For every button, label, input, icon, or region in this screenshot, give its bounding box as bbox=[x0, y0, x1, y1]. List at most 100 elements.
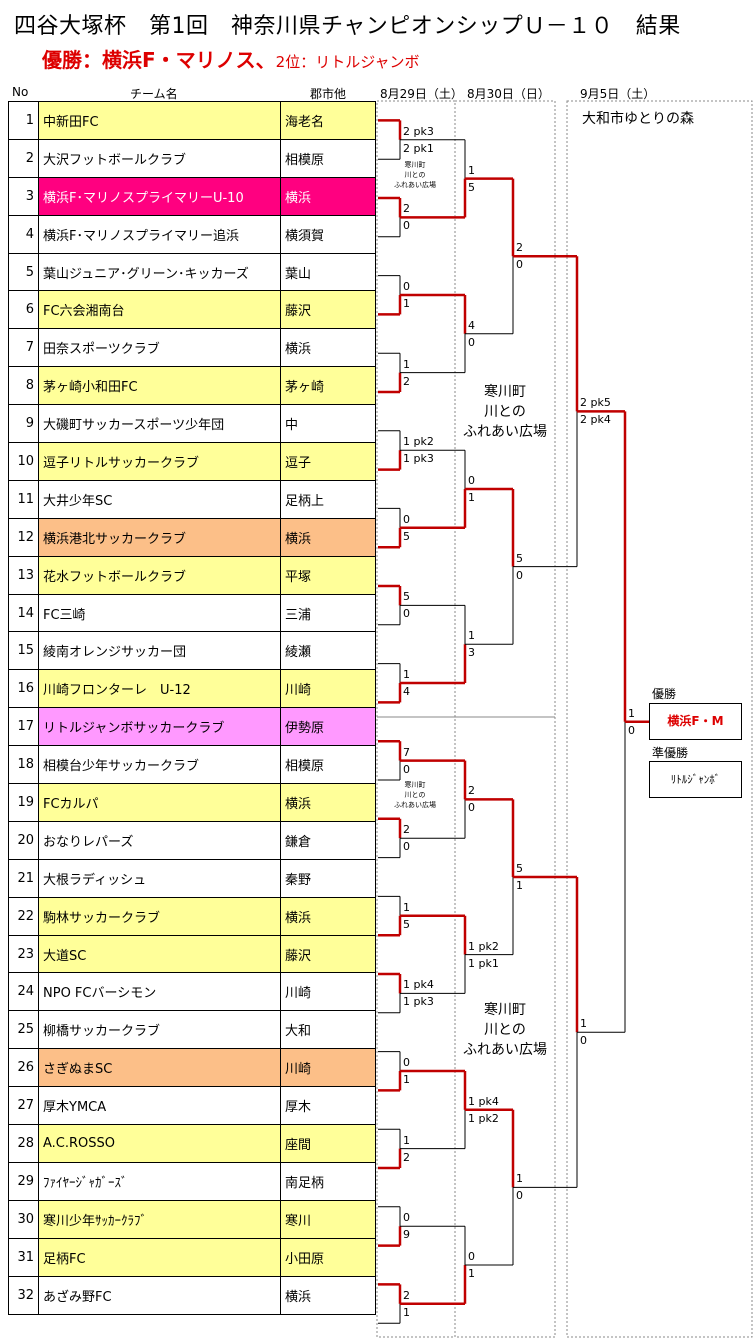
team-number: 11 bbox=[8, 479, 39, 519]
header-team-name: チーム名 bbox=[130, 87, 178, 101]
score-top: 2 pk5 bbox=[580, 396, 611, 410]
team-city: 横浜 bbox=[280, 896, 376, 936]
score-top: 1 pk2 bbox=[468, 939, 499, 953]
team-number: 3 bbox=[8, 176, 39, 216]
team-name: 足柄FC bbox=[38, 1237, 281, 1277]
team-number: 27 bbox=[8, 1086, 39, 1126]
team-name: さぎぬまSC bbox=[38, 1048, 281, 1088]
score-bottom: 2 pk1 bbox=[403, 141, 434, 155]
date-final: 9月5日（土） bbox=[580, 87, 656, 101]
team-name: A.C.ROSSO bbox=[38, 1124, 281, 1163]
team-city: 横須賀 bbox=[280, 214, 376, 254]
score-top: 2 bbox=[403, 1288, 410, 1302]
team-name: NPO FCバーシモン bbox=[38, 972, 281, 1012]
score-bottom: 1 bbox=[468, 1267, 475, 1280]
team-name: 大沢フットボールクラブ bbox=[38, 138, 281, 178]
venue-r2-bottom: 寒川町 川との ふれあい広場 bbox=[463, 1002, 547, 1058]
score-top: 1 bbox=[468, 163, 475, 177]
score-bottom: 0 bbox=[468, 335, 475, 349]
score-bottom: 0 bbox=[403, 607, 410, 621]
team-name: リトルジャンボサッカークラブ bbox=[38, 707, 281, 747]
team-number: 17 bbox=[8, 707, 39, 747]
team-city: 三浦 bbox=[280, 593, 376, 633]
score-bottom: 3 bbox=[468, 646, 475, 660]
team-name: 横浜港北サッカークラブ bbox=[38, 517, 281, 557]
score-bottom: 1 bbox=[403, 1305, 410, 1319]
team-name: 相模台少年サッカークラブ bbox=[38, 745, 281, 785]
team-city: 藤沢 bbox=[280, 934, 376, 974]
team-number: 24 bbox=[8, 972, 39, 1012]
team-number: 12 bbox=[8, 517, 39, 557]
team-name: 大井少年SC bbox=[38, 479, 281, 519]
team-city: 秦野 bbox=[280, 858, 376, 898]
team-number: 10 bbox=[8, 442, 39, 481]
team-number: 8 bbox=[8, 366, 39, 406]
team-name: 葉山ジュニア･グリーン･キッカーズ bbox=[38, 252, 281, 292]
team-city: 川崎 bbox=[280, 1048, 376, 1088]
score-bottom: 1 pk1 bbox=[468, 956, 499, 970]
score-top: 5 bbox=[516, 862, 523, 875]
team-name: あざみ野FC bbox=[38, 1275, 281, 1315]
venue-r1-bottom: 寒川町 川との ふれあい広場 bbox=[394, 781, 436, 809]
score-top: 1 pk2 bbox=[403, 435, 434, 449]
team-number: 32 bbox=[8, 1275, 39, 1315]
score-top: 2 bbox=[403, 823, 410, 837]
team-name: 逗子リトルサッカークラブ bbox=[38, 442, 281, 481]
header-city: 郡市他 bbox=[310, 87, 347, 101]
score-top: 1 bbox=[403, 900, 410, 914]
score-bottom: 1 pk2 bbox=[468, 1111, 499, 1125]
score-bottom: 2 bbox=[403, 1150, 410, 1164]
team-city: 伊勢原 bbox=[280, 707, 376, 747]
team-number: 1 bbox=[8, 101, 39, 140]
score-top: 2 pk3 bbox=[403, 124, 434, 138]
team-city: 川崎 bbox=[280, 972, 376, 1012]
score-top: 1 pk4 bbox=[468, 1094, 499, 1108]
venue-outline-r2-bottom bbox=[454, 716, 556, 1338]
team-city: 逗子 bbox=[280, 442, 376, 481]
score-bottom: 5 bbox=[403, 917, 410, 931]
team-name: おなりレパーズ bbox=[38, 820, 281, 860]
score-bottom: 2 pk4 bbox=[580, 413, 611, 427]
score-bottom: 1 bbox=[403, 297, 410, 310]
final-score-top: 1 bbox=[628, 706, 635, 720]
champion-box: 横浜F・M bbox=[649, 703, 742, 740]
team-name: ﾌｧｲﾔｰｼﾞｬｶﾞｰｽﾞ bbox=[38, 1161, 281, 1201]
team-city: 横浜 bbox=[280, 517, 376, 557]
team-number: 19 bbox=[8, 783, 39, 822]
score-bottom: 0 bbox=[516, 258, 523, 272]
score-bottom: 2 bbox=[403, 374, 410, 388]
score-top: 2 bbox=[516, 241, 523, 255]
team-name: FC六会湘南台 bbox=[38, 290, 281, 330]
page-title: 四谷大塚杯 第1回 神奈川県チャンピオンシップＵ－１０ 結果 bbox=[14, 14, 681, 39]
score-bottom: 4 bbox=[403, 685, 410, 698]
team-number: 29 bbox=[8, 1161, 39, 1201]
team-city: 川崎 bbox=[280, 669, 376, 709]
team-number: 16 bbox=[8, 669, 39, 709]
runner-up-label: 準優勝 bbox=[652, 746, 689, 760]
score-bottom: 0 bbox=[468, 801, 475, 815]
team-city: 綾瀬 bbox=[280, 631, 376, 671]
team-number: 15 bbox=[8, 631, 39, 671]
team-city: 南足柄 bbox=[280, 1161, 376, 1201]
score-top: 0 bbox=[403, 512, 410, 526]
team-city: 茅ヶ崎 bbox=[280, 366, 376, 406]
score-top: 1 bbox=[468, 629, 475, 643]
team-name: 中新田FC bbox=[38, 101, 281, 140]
team-number: 20 bbox=[8, 820, 39, 860]
team-city: 座間 bbox=[280, 1124, 376, 1163]
